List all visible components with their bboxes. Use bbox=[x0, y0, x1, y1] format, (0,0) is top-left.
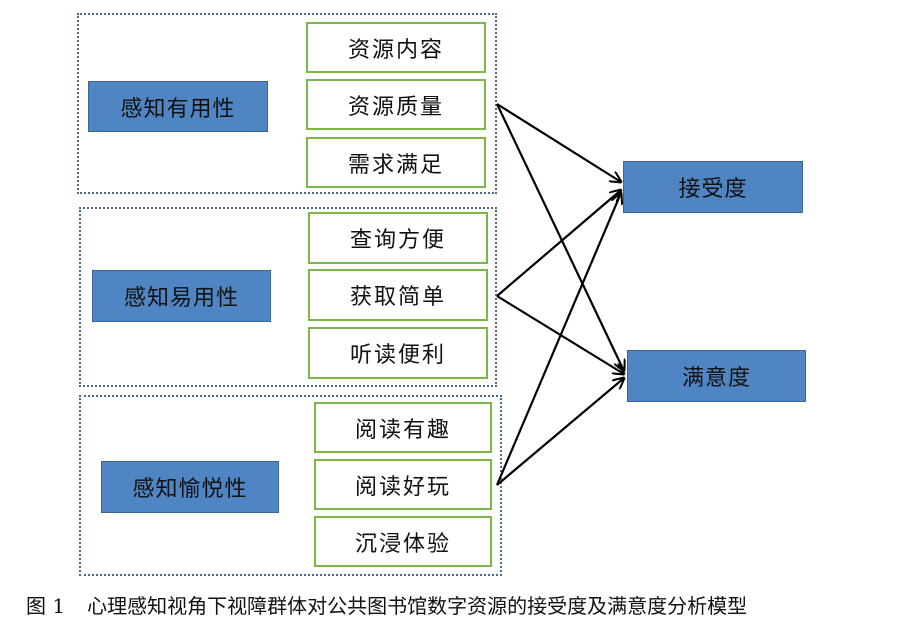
item-fun-reading: 阅读好玩 bbox=[314, 459, 492, 510]
group-perceived-enjoyment bbox=[79, 395, 502, 576]
group-perceived-usefulness bbox=[77, 13, 497, 194]
arrow-enjoyment-to-satisfaction bbox=[496, 378, 624, 486]
construct-perceived-ease-of-use: 感知易用性 bbox=[92, 270, 271, 322]
item-easy-access: 获取简单 bbox=[308, 269, 488, 321]
outcome-acceptance: 接受度 bbox=[623, 161, 803, 213]
item-immersive-experience: 沉浸体验 bbox=[314, 516, 492, 567]
construct-perceived-usefulness: 感知有用性 bbox=[88, 81, 268, 132]
group-perceived-ease-of-use bbox=[79, 207, 497, 387]
arrow-ease-to-acceptance bbox=[496, 190, 621, 297]
item-resource-content: 资源内容 bbox=[306, 22, 486, 73]
item-easy-query: 查询方便 bbox=[308, 212, 488, 264]
outcome-satisfaction: 满意度 bbox=[627, 350, 806, 402]
item-convenient-listening: 听读便利 bbox=[308, 327, 488, 379]
item-resource-quality: 资源质量 bbox=[306, 79, 486, 130]
item-need-satisfaction: 需求满足 bbox=[306, 137, 486, 188]
arrow-usefulness-to-acceptance bbox=[496, 103, 621, 182]
construct-perceived-enjoyment: 感知愉悦性 bbox=[101, 461, 279, 513]
item-interesting-reading: 阅读有趣 bbox=[314, 402, 492, 453]
arrow-usefulness-to-satisfaction bbox=[496, 103, 624, 371]
figure-caption-text: 心理感知视角下视障群体对公共图书馆数字资源的接受度及满意度分析模型 bbox=[87, 594, 748, 618]
figure-caption: 图 1 心理感知视角下视障群体对公共图书馆数字资源的接受度及满意度分析模型 bbox=[26, 590, 747, 619]
arrow-enjoyment-to-acceptance bbox=[495, 193, 621, 486]
figure-number: 图 1 bbox=[26, 594, 66, 618]
